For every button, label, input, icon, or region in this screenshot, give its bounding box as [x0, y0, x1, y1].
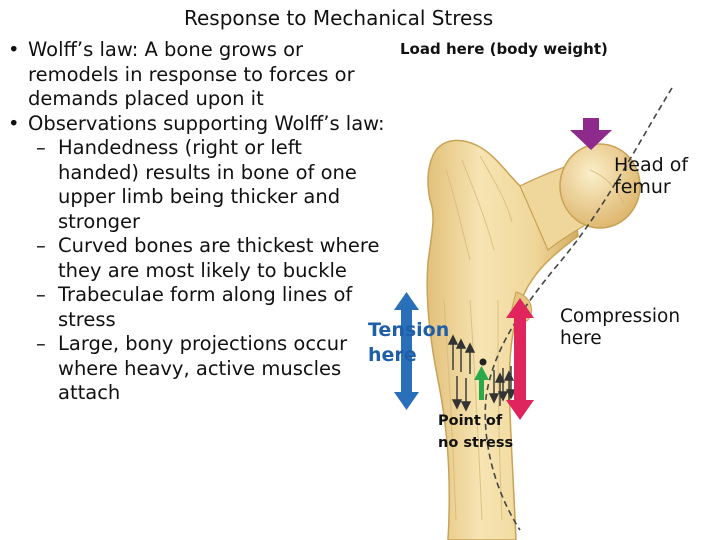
no-stress-point: [479, 358, 487, 366]
compression-label-line-2: here: [560, 328, 602, 349]
compression-stress-arrows: [488, 366, 517, 404]
slide-title: Response to Mechanical Stress: [184, 6, 494, 30]
bullet-observations: Observations supporting Wolff’s law:: [6, 112, 386, 137]
tension-label-line-2: here: [368, 344, 417, 366]
tension-label-line-1: Tension: [368, 319, 450, 341]
point-label-line-2: no stress: [438, 435, 514, 451]
head-label-line-1: Head of: [614, 154, 689, 176]
femur-head: [559, 143, 641, 229]
load-arrow: [570, 118, 612, 150]
point-of-no-stress-label: Point of no stress: [438, 410, 513, 454]
tension-arrow: [394, 292, 419, 410]
trabeculae-texture: [443, 155, 625, 521]
point-label-line-1: Point of: [438, 413, 503, 429]
compression-arrow: [506, 298, 534, 420]
tension-stress-arrows: [447, 334, 476, 374]
bullet-wolffs-law: Wolff’s law: A bone grows or remodels in…: [6, 38, 386, 112]
compression-label: Compression here: [560, 306, 680, 350]
lower-stress-arrows: [451, 370, 515, 412]
subitem-bony-projections: Large, bony projections occur where heav…: [6, 332, 386, 406]
subitem-curved-bones: Curved bones are thickest where they are…: [6, 234, 386, 283]
head-label-line-2: femur: [614, 176, 671, 198]
load-label: Load here (body weight): [400, 40, 608, 58]
subitem-trabeculae: Trabeculae form along lines of stress: [6, 283, 386, 332]
compression-label-line-1: Compression: [560, 306, 681, 327]
no-stress-arrow: [474, 366, 489, 400]
bullet-list: Wolff’s law: A bone grows or remodels in…: [6, 38, 386, 406]
tension-label: Tension here: [368, 318, 449, 368]
subitem-handedness: Handedness (right or left handed) result…: [6, 136, 386, 234]
head-of-femur-label: Head of femur: [614, 154, 688, 198]
